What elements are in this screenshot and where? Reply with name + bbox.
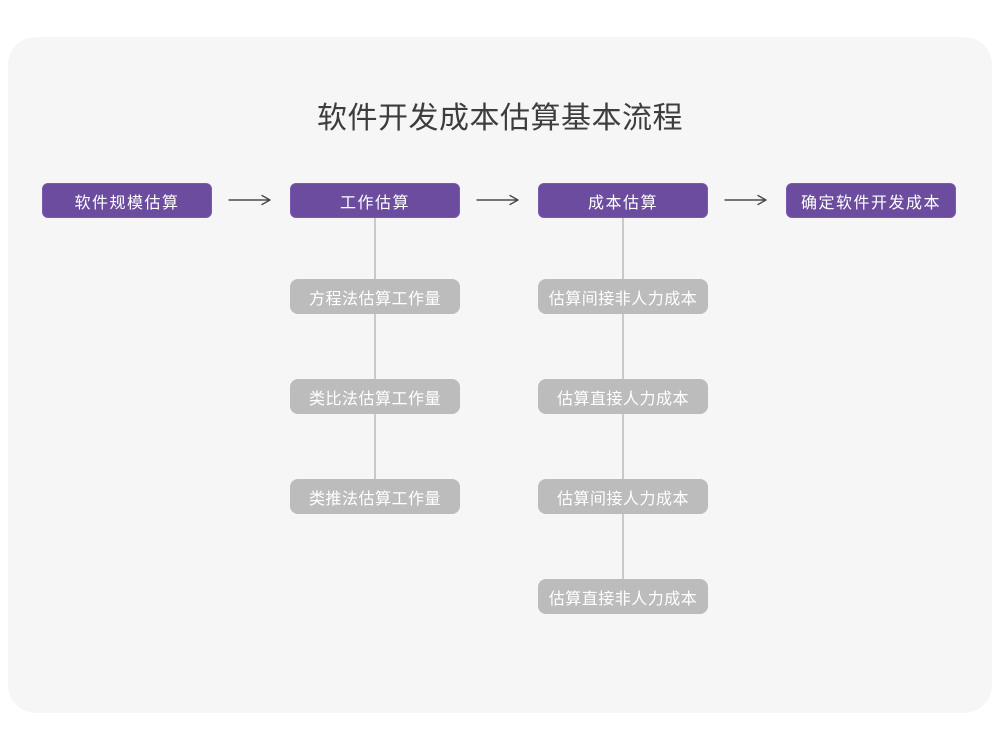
cost-item-direct-nonlabor: 估算直接非人力成本: [538, 579, 708, 614]
effort-method-extrapolation: 类推法估算工作量: [290, 479, 460, 514]
connector-line-effort-column: [374, 218, 376, 497]
flowchart-card: [8, 37, 992, 713]
flow-step-effort-estimation: 工作估算: [290, 183, 460, 218]
arrow-right-icon: [476, 193, 522, 207]
arrow-right-icon: [724, 193, 770, 207]
cost-item-indirect-nonlabor: 估算间接非人力成本: [538, 279, 708, 314]
effort-method-analogy: 类比法估算工作量: [290, 379, 460, 414]
arrow-right-icon: [228, 193, 274, 207]
flow-step-cost-estimation: 成本估算: [538, 183, 708, 218]
flow-step-final-cost: 确定软件开发成本: [786, 183, 956, 218]
flow-step-scale-estimation: 软件规模估算: [42, 183, 212, 218]
cost-item-indirect-labor: 估算间接人力成本: [538, 479, 708, 514]
effort-method-equation: 方程法估算工作量: [290, 279, 460, 314]
cost-item-direct-labor: 估算直接人力成本: [538, 379, 708, 414]
page-title: 软件开发成本估算基本流程: [317, 102, 683, 135]
